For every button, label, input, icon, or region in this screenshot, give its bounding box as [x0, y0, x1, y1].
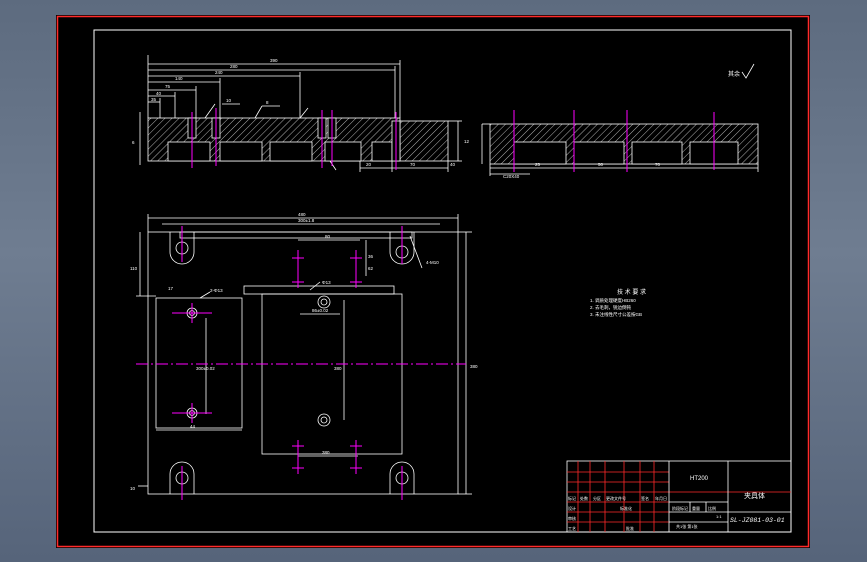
- svg-text:夹具体: 夹具体: [744, 491, 765, 500]
- svg-text:280: 280: [230, 64, 238, 69]
- svg-text:更改文件号: 更改文件号: [606, 495, 626, 501]
- svg-text:年月日: 年月日: [655, 495, 667, 501]
- svg-text:35: 35: [151, 97, 157, 102]
- svg-text:110: 110: [130, 266, 138, 271]
- svg-text:批准: 批准: [626, 525, 634, 531]
- svg-text:阶段标记: 阶段标记: [672, 505, 688, 511]
- svg-text:4-M10: 4-M10: [426, 260, 439, 265]
- svg-text:Φ13: Φ13: [322, 280, 331, 285]
- svg-text:12: 12: [464, 139, 470, 144]
- title-block-text: HT200 夹具体 SL-JZ081-03-01 标记 处数 分区 更改文件号 …: [568, 476, 785, 531]
- svg-text:签名: 签名: [641, 495, 649, 501]
- svg-text:比例: 比例: [708, 505, 716, 511]
- svg-text:20: 20: [366, 162, 372, 167]
- svg-text:3. 未注线性尺寸公差按GB: 3. 未注线性尺寸公差按GB: [590, 311, 642, 318]
- svg-text:标记: 标记: [568, 495, 576, 501]
- centerlines-side: [513, 110, 715, 172]
- svg-text:标准化: 标准化: [620, 505, 632, 511]
- svg-text:300±0.02: 300±0.02: [196, 366, 215, 371]
- svg-text:80: 80: [325, 234, 331, 239]
- plan-view-dimension-text: 480 300±1.8 110 17 80 36 62 86±0.02 300±…: [130, 212, 478, 491]
- svg-text:36: 36: [368, 254, 374, 259]
- surface-finish-mark: 其余: [728, 63, 755, 79]
- inner-frame: [93, 29, 792, 533]
- title-block: [566, 460, 792, 533]
- svg-text:重量: 重量: [692, 505, 700, 511]
- svg-text:设计: 设计: [568, 505, 576, 511]
- svg-text:其余: 其余: [728, 70, 740, 78]
- svg-text:1:1: 1:1: [716, 514, 722, 519]
- svg-text:75: 75: [165, 84, 171, 89]
- outer-frame: [56, 15, 810, 548]
- section-view-side: [481, 123, 759, 176]
- svg-text:480: 480: [298, 212, 306, 217]
- technical-requirements: 技 术 要 求 1. 调质处理硬度HB260 2. 去毛刺，锐边倒钝 3. 未注…: [590, 288, 646, 318]
- svg-text:2. 去毛刺，锐边倒钝: 2. 去毛刺，锐边倒钝: [590, 304, 632, 311]
- svg-text:40: 40: [450, 162, 456, 167]
- svg-text:SL-JZ081-03-01: SL-JZ081-03-01: [730, 517, 785, 524]
- svg-text:技 术 要 求: 技 术 要 求: [617, 288, 646, 296]
- svg-text:处数: 处数: [580, 495, 588, 501]
- svg-text:62: 62: [368, 266, 374, 271]
- svg-text:工艺: 工艺: [568, 526, 576, 531]
- svg-text:380: 380: [334, 366, 342, 371]
- svg-text:6: 6: [132, 140, 135, 145]
- svg-text:1. 调质处理硬度HB260: 1. 调质处理硬度HB260: [590, 297, 636, 304]
- centerlines-front: [191, 108, 397, 170]
- svg-text:8: 8: [266, 100, 269, 105]
- svg-text:380: 380: [470, 364, 478, 369]
- svg-text:C20X40: C20X40: [503, 174, 520, 179]
- svg-text:分区: 分区: [593, 495, 601, 501]
- svg-text:86±0.02: 86±0.02: [312, 308, 329, 313]
- front-view-dimension-text: 390 280 240 140 75 40 35 10 8 12 6 20 70…: [132, 58, 470, 167]
- svg-text:2-Φ13: 2-Φ13: [210, 288, 223, 293]
- section-view-front: [139, 55, 462, 172]
- svg-text:审核: 审核: [568, 515, 576, 521]
- svg-text:140: 140: [175, 76, 183, 81]
- svg-text:17: 17: [168, 286, 174, 291]
- svg-text:300±1.8: 300±1.8: [298, 218, 315, 223]
- svg-text:HT200: HT200: [690, 476, 709, 482]
- svg-text:50: 50: [598, 162, 604, 167]
- svg-text:390: 390: [270, 58, 278, 63]
- side-view-dimension-text: 25 50 70 C20X40: [503, 162, 661, 179]
- svg-text:25: 25: [535, 162, 541, 167]
- svg-text:40: 40: [156, 91, 162, 96]
- svg-text:10: 10: [226, 98, 232, 103]
- drawing-sheet: [56, 15, 810, 548]
- svg-text:10: 10: [130, 486, 136, 491]
- svg-text:70: 70: [410, 162, 416, 167]
- svg-text:44: 44: [190, 424, 196, 429]
- svg-text:共1张 第1张: 共1张 第1张: [676, 523, 698, 529]
- svg-text:380: 380: [322, 450, 330, 455]
- svg-text:70: 70: [655, 162, 661, 167]
- plan-centerlines: [136, 226, 466, 500]
- svg-text:240: 240: [215, 70, 223, 75]
- plan-view: [136, 214, 472, 495]
